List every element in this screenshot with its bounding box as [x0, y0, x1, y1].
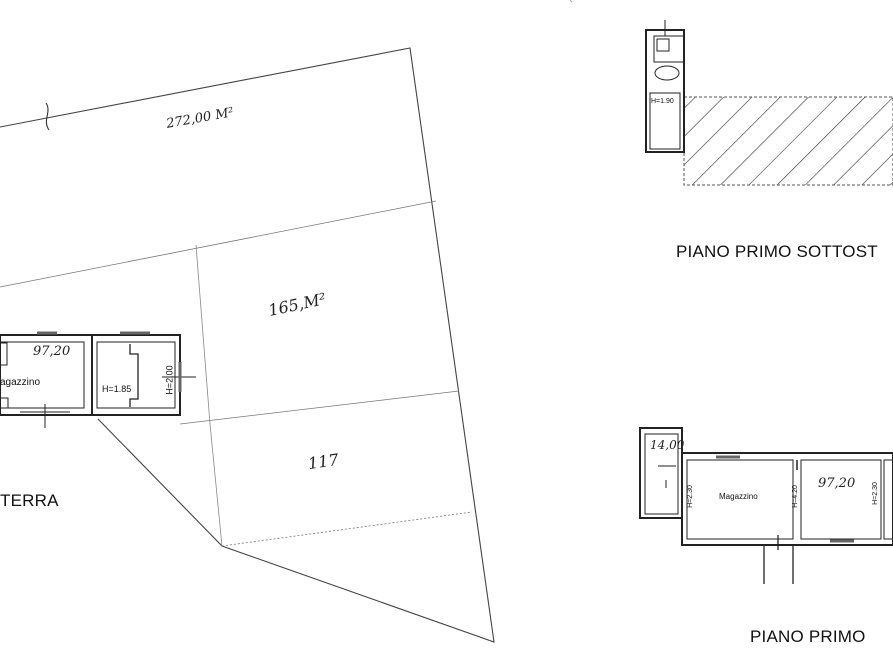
- title-primo-sottotetto: PIANO PRIMO SOTTOST: [676, 242, 878, 261]
- area-first-annex: 14,00: [650, 438, 685, 452]
- sottotetto-plan: [645, 20, 893, 186]
- sottotetto-h-label: H=1.90: [651, 98, 674, 105]
- first-h1-label: H=2.30: [686, 485, 694, 508]
- title-terra: TERRA: [0, 491, 59, 510]
- first-magazzino-label: Magazzino: [719, 492, 758, 501]
- area-ground-room: 97,20: [33, 344, 71, 359]
- site-plan: [0, 47, 495, 643]
- ground-floor-plan: [0, 331, 196, 428]
- ground-h1-label: H=1.85: [102, 384, 132, 394]
- ground-magazzino-label: agazzino: [0, 377, 41, 388]
- first-h2-label: H=4.20: [791, 485, 799, 508]
- title-primo: PIANO PRIMO: [750, 627, 866, 646]
- first-h3-label: H=2.30: [871, 482, 879, 505]
- ground-h2-label: H=2.00: [164, 365, 175, 395]
- first-floor-plan: [639, 427, 893, 584]
- area-first-room: 97,20: [818, 476, 856, 491]
